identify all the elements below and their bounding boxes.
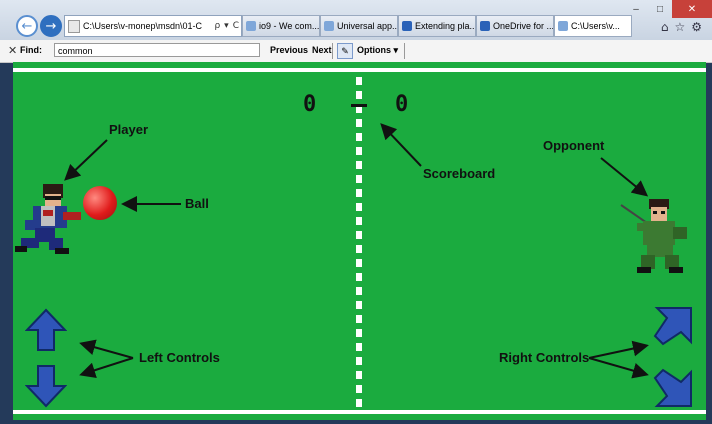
pen-icon[interactable]: ✎	[337, 43, 353, 59]
find-input[interactable]: common	[54, 43, 260, 57]
find-label: Find:	[20, 45, 42, 55]
back-arrow-icon: ←	[22, 19, 33, 34]
player-label: Player	[109, 122, 148, 137]
browser-tools: ⌂ ☆ ⚙	[661, 20, 702, 34]
center-line	[356, 77, 362, 407]
divider	[404, 43, 405, 59]
tab-label: C:\Users\v...	[571, 21, 620, 31]
gear-icon[interactable]: ⚙	[691, 20, 702, 34]
minimize-button[interactable]: –	[624, 0, 648, 18]
player-sprite	[13, 180, 93, 260]
tab-favicon-icon	[558, 21, 568, 31]
options-button[interactable]: Options ▾	[357, 45, 398, 56]
tab-io9[interactable]: io9 - We com...	[242, 15, 320, 37]
game-field[interactable]: 0 0	[13, 62, 706, 420]
scoreboard-label: Scoreboard	[423, 166, 495, 181]
score-left: 0	[303, 92, 316, 117]
tab-label: OneDrive for ...	[493, 21, 554, 31]
top-boundary	[13, 68, 706, 72]
tab-favicon-icon	[480, 21, 490, 31]
left-down-arrow-icon[interactable]	[25, 364, 67, 408]
forward-arrow-icon: →	[46, 19, 57, 34]
window-controls: – □ ✕	[624, 0, 712, 18]
left-controls-label: Left Controls	[139, 350, 220, 365]
find-bar: ✕ Find: common Previous Next ✎ Options ▾	[0, 40, 712, 63]
back-button[interactable]: ←	[16, 15, 38, 37]
right-down-arrow-icon[interactable]	[653, 368, 693, 408]
dropdown-icon[interactable]: ▾	[222, 21, 231, 31]
right-controls-label: Right Controls	[499, 350, 589, 365]
tab-extending-platform[interactable]: Extending pla...	[398, 15, 476, 37]
forward-button[interactable]: →	[40, 15, 62, 37]
tab-onedrive[interactable]: OneDrive for ...	[476, 15, 554, 37]
opponent-sprite	[617, 197, 697, 277]
bottom-boundary	[13, 410, 706, 414]
browser-toolbar: ← → C:\Users\v-monep\msdn\01-C ρ ▾ C io9…	[0, 0, 712, 40]
left-up-arrow-icon[interactable]	[25, 308, 67, 352]
tab-favicon-icon	[246, 21, 256, 31]
tab-favicon-icon	[324, 21, 334, 31]
ball-label: Ball	[185, 196, 209, 211]
home-icon[interactable]: ⌂	[661, 20, 669, 34]
address-url: C:\Users\v-monep\msdn\01-C	[83, 21, 212, 31]
close-find-icon[interactable]: ✕	[8, 44, 17, 57]
divider	[332, 43, 333, 59]
tab-label: io9 - We com...	[259, 21, 319, 31]
maximize-button[interactable]: □	[648, 0, 672, 18]
score-separator	[351, 104, 367, 107]
close-button[interactable]: ✕	[672, 0, 712, 18]
score-right: 0	[395, 92, 408, 117]
tab-local-file[interactable]: C:\Users\v...	[554, 15, 632, 37]
search-icon[interactable]: ρ	[212, 21, 222, 31]
tab-universal-app[interactable]: Universal app...	[320, 15, 398, 37]
star-icon[interactable]: ☆	[674, 20, 685, 34]
opponent-label: Opponent	[543, 138, 604, 153]
address-bar[interactable]: C:\Users\v-monep\msdn\01-C ρ ▾ C	[64, 15, 242, 37]
previous-button[interactable]: Previous	[270, 45, 308, 55]
right-up-arrow-icon[interactable]	[653, 306, 693, 346]
ball	[83, 186, 117, 220]
tab-label: Extending pla...	[415, 21, 476, 31]
refresh-icon[interactable]: C	[231, 21, 241, 31]
tab-label: Universal app...	[337, 21, 398, 31]
tab-favicon-icon	[402, 21, 412, 31]
page-icon	[68, 20, 80, 33]
next-button[interactable]: Next	[312, 45, 332, 55]
